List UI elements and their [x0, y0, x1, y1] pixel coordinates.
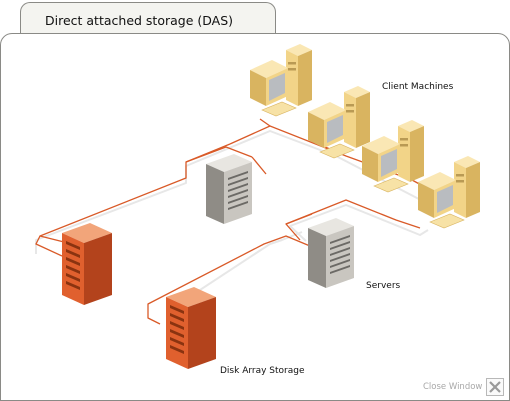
- servers-label: Servers: [366, 281, 401, 291]
- server-tower-icon: [308, 218, 354, 288]
- client-computer-icon: [249, 43, 313, 117]
- disk-array-storage-label: Disk Array Storage: [220, 366, 305, 376]
- page-title: Direct attached storage (DAS): [45, 13, 234, 28]
- close-window-label: Close Window: [423, 382, 483, 392]
- close-x-icon[interactable]: [486, 378, 505, 396]
- disk-array-icon: [62, 223, 112, 305]
- disk-array-icon: [166, 287, 216, 369]
- title-tab: Direct attached storage (DAS): [20, 2, 276, 34]
- client-machines-label: Client Machines: [382, 82, 454, 92]
- close-window-button[interactable]: Close Window: [423, 376, 505, 398]
- client-computer-icon: [307, 85, 371, 159]
- client-computer-icon: [417, 155, 481, 229]
- server-tower-icon: [206, 154, 252, 224]
